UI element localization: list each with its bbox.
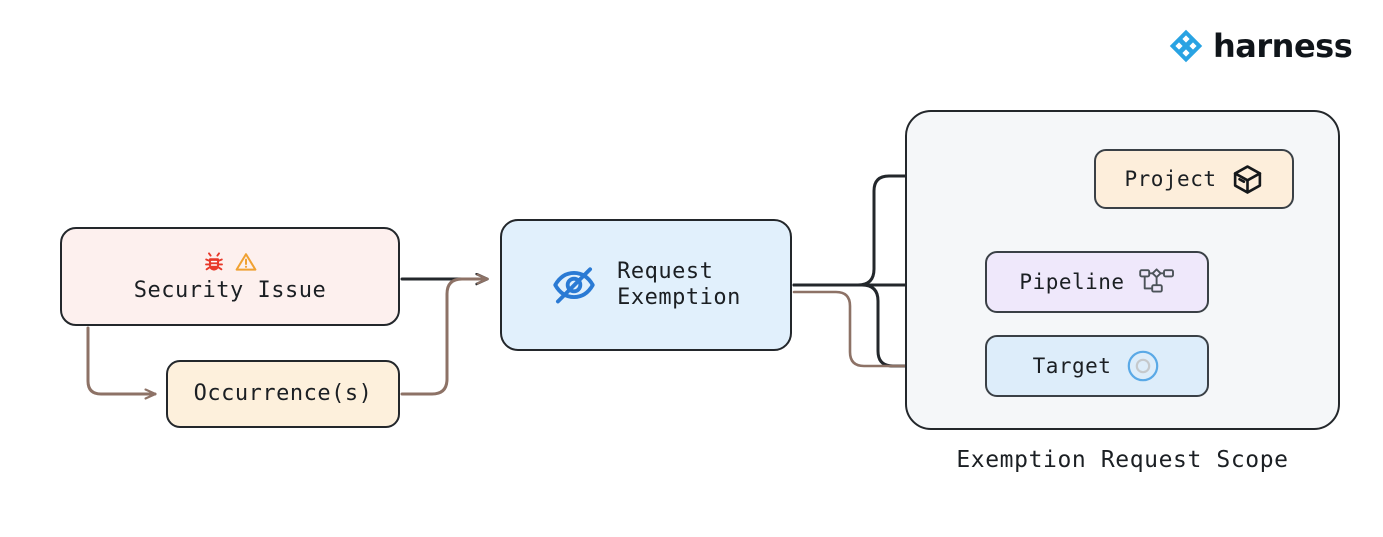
edge-security-to-occurrences xyxy=(86,326,155,394)
node-pipeline-label: Pipeline xyxy=(1019,270,1125,294)
exemption-request-scope-label: Exemption Request Scope xyxy=(956,447,1289,473)
edge-occurrences-to-request xyxy=(400,279,487,396)
bug-icon xyxy=(205,252,223,271)
edge-request-to-target-secondary xyxy=(792,290,960,366)
node-target[interactable]: Target xyxy=(985,335,1209,397)
node-occurrences-label: Occurrence(s) xyxy=(193,381,373,407)
pipeline-nodes-icon xyxy=(1138,268,1174,293)
eye-off-icon xyxy=(553,267,595,304)
warning-triangle-icon xyxy=(235,253,257,271)
request-exemption-line2: Exemption xyxy=(617,285,741,310)
cube-icon xyxy=(1233,164,1261,194)
node-security-issue[interactable]: Security Issue xyxy=(60,227,400,326)
security-issue-icon-row xyxy=(202,249,258,275)
harness-logo-text: harness xyxy=(1213,27,1353,65)
node-security-issue-label: Security Issue xyxy=(133,278,327,304)
target-circle-icon xyxy=(1128,350,1159,382)
node-project[interactable]: Project xyxy=(1094,149,1294,209)
harness-logo: harness xyxy=(1168,27,1353,65)
node-occurrences[interactable]: Occurrence(s) xyxy=(166,360,400,428)
request-exemption-line1: Request xyxy=(617,259,714,285)
node-project-label: Project xyxy=(1124,167,1217,191)
harness-diamond-logo-icon xyxy=(1169,29,1203,63)
node-pipeline[interactable]: Pipeline xyxy=(985,251,1209,313)
node-target-label: Target xyxy=(1032,354,1112,378)
